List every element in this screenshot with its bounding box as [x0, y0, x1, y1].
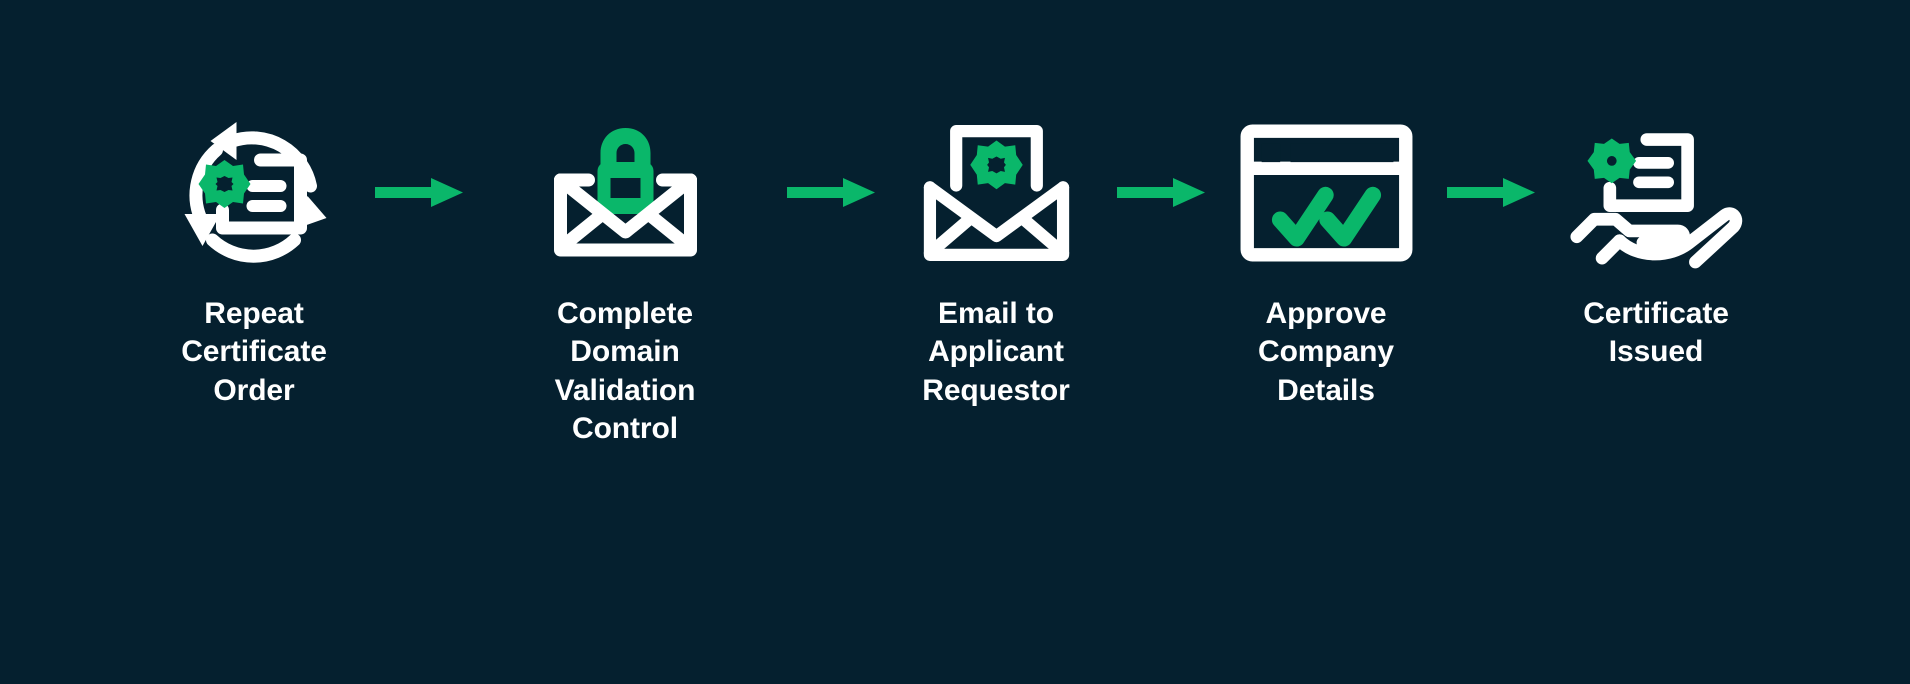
arrow-right-icon-2 — [770, 118, 892, 268]
flow-step-approve-company-details: Approve Company Details — [1222, 118, 1430, 410]
hand-holding-certificate-icon — [1569, 118, 1744, 269]
flow-step-complete-domain-validation-control: Complete Domain Validation Control — [480, 118, 770, 449]
flow-step-label: Certificate Issued — [1583, 297, 1729, 369]
flow-step-label: Complete Domain Validation Control — [554, 297, 696, 446]
arrow-right-icon-3 — [1100, 118, 1222, 268]
open-envelope-seal-icon — [909, 118, 1084, 268]
envelope-lock-icon — [538, 118, 713, 268]
flow-step-certificate-issued: Certificate Issued — [1552, 118, 1760, 372]
arrow-right-icon-1 — [358, 118, 480, 268]
repeat-certificate-icon — [167, 118, 342, 268]
flow-step-repeat-certificate-order: Repeat Certificate Order — [150, 118, 358, 410]
flow-step-label: Repeat Certificate Order — [181, 297, 327, 407]
flow-step-email-to-applicant-requestor: Email to Applicant Requestor — [892, 118, 1100, 410]
browser-window-checkmarks-icon — [1239, 118, 1414, 268]
arrow-right-icon-4 — [1430, 118, 1552, 268]
flow-step-label: Email to Applicant Requestor — [922, 297, 1070, 407]
flow-step-label: Approve Company Details — [1258, 297, 1394, 407]
